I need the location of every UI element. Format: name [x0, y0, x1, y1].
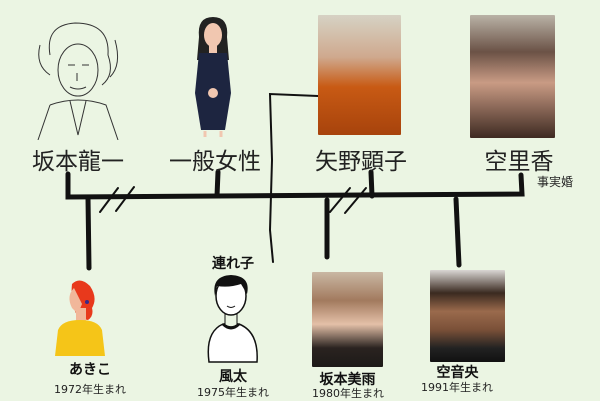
parent-name: 矢野顕子: [315, 149, 407, 175]
sora-neo-photo: [430, 270, 505, 362]
yano-akiko-photo: [318, 15, 401, 135]
child-name: あきこ: [69, 362, 111, 378]
child-born: 1972年生まれ: [54, 383, 126, 396]
child-born: 1980年生まれ: [312, 387, 384, 400]
sora-rika-photo: [470, 15, 555, 138]
woman-icon: [195, 17, 231, 137]
stepchild-label: 連れ子: [212, 256, 254, 272]
sakamoto-ryuichi-portrait: [30, 15, 125, 141]
parent-name: 空里香: [484, 149, 554, 175]
sakamoto-miu-photo: [312, 272, 383, 367]
akiko-illustration: [52, 278, 108, 358]
ippan-josei-illustration: [185, 15, 240, 137]
child-name: 空音央: [436, 365, 479, 381]
woman-icon: [55, 280, 105, 356]
sketch-portrait-icon: [37, 22, 119, 141]
parent-name: 一般女性: [169, 149, 261, 175]
futa-illustration: [205, 272, 263, 364]
child-born: 1975年生まれ: [197, 386, 269, 399]
relation-note: 事実婚: [537, 175, 574, 189]
child-born: 1991年生まれ: [421, 381, 493, 394]
child-name: 坂本美雨: [319, 372, 376, 388]
parent-name: 坂本龍一: [32, 149, 124, 175]
child-name: 風太: [219, 369, 247, 385]
boy-icon: [207, 275, 258, 363]
